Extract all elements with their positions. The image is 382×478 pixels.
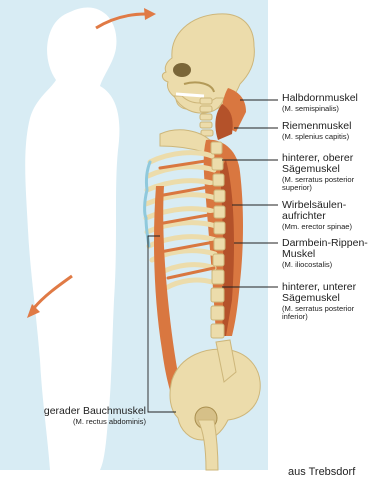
- label-iliocostalis-latin: (M. iliocostalis): [282, 261, 368, 269]
- image-credit: aus Trebsdorf: [288, 466, 355, 478]
- label-splenius-latin: (M. splenius capitis): [282, 133, 351, 141]
- label-serratus-superior-latin: (M. serratus posterior superior): [282, 176, 354, 192]
- label-rectus-abdominis-name: gerader Bauchmuskel: [28, 406, 146, 417]
- label-serratus-inferior-latin: (M. serratus posterior inferior): [282, 305, 356, 321]
- label-serratus-superior: hinterer, oberer Sägemuskel (M. serratus…: [282, 153, 354, 192]
- label-iliocostalis: Darmbein-Rippen- Muskel (M. iliocostalis…: [282, 238, 368, 269]
- label-semispinalis: Halbdornmuskel (M. semispinalis): [282, 93, 358, 113]
- eye-socket: [173, 63, 191, 77]
- label-splenius: Riemenmuskel (M. splenius capitis): [282, 121, 351, 141]
- label-serratus-superior-name: hinterer, oberer Sägemuskel: [282, 153, 354, 175]
- cervical-vertebrae: [200, 98, 213, 136]
- label-rectus-abdominis: gerader Bauchmuskel (M. rectus abdominis…: [28, 406, 146, 426]
- label-serratus-inferior-name: hinterer, unterer Sägemuskel: [282, 282, 356, 304]
- label-rectus-abdominis-latin: (M. rectus abdominis): [28, 418, 146, 426]
- label-serratus-inferior: hinterer, unterer Sägemuskel (M. serratu…: [282, 282, 356, 321]
- label-erector-spinae: Wirbelsäulen- aufrichter (Mm. erector sp…: [282, 200, 352, 231]
- label-iliocostalis-name: Darmbein-Rippen- Muskel: [282, 238, 368, 260]
- label-erector-spinae-latin: (Mm. erector spinae): [282, 223, 352, 231]
- label-splenius-name: Riemenmuskel: [282, 121, 351, 132]
- label-semispinalis-name: Halbdornmuskel: [282, 93, 358, 104]
- teeth: [176, 94, 204, 96]
- label-semispinalis-latin: (M. semispinalis): [282, 105, 358, 113]
- label-erector-spinae-name: Wirbelsäulen- aufrichter: [282, 200, 352, 222]
